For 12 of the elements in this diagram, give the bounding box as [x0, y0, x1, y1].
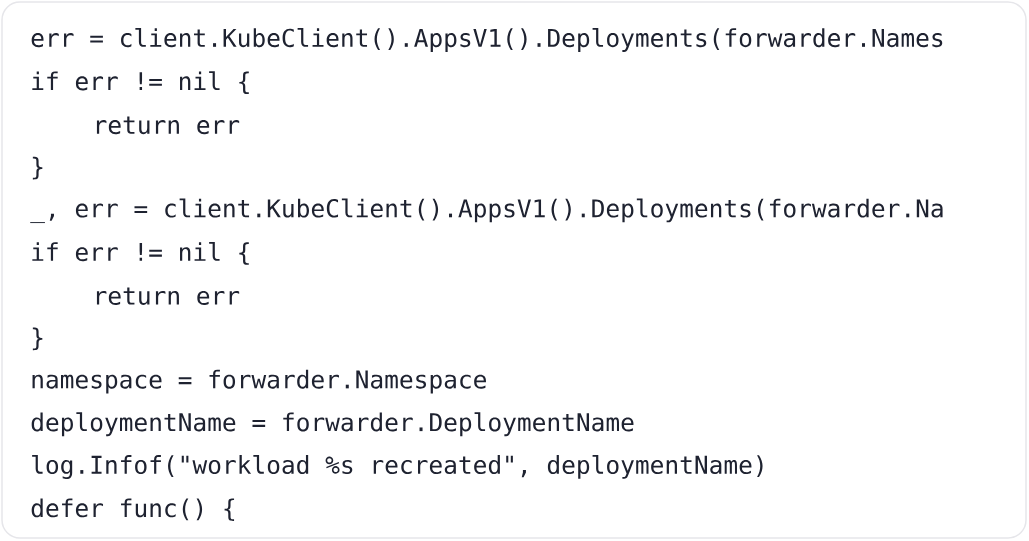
- code-line: }: [32, 327, 43, 351]
- code-line: defer func() {: [31, 498, 235, 521]
- code-line: return err: [96, 287, 240, 305]
- code-line: if err != nil {: [32, 242, 249, 265]
- code-line: if err != nil {: [32, 71, 249, 95]
- code-line: log.Infof("workload %s recreated", deploymentName): [32, 455, 763, 479]
- code-line: deploymentName = forwarder.DeploymentName: [31, 412, 634, 437]
- code-line: namespace = forwarder.Namespace: [32, 369, 486, 394]
- code-line: _, err = client.KubeClient().AppsV1().Deployments(forwarder.Na: [30, 198, 943, 224]
- code-line: }: [32, 156, 43, 180]
- code-line: return err: [96, 116, 240, 135]
- code-line: err = client.KubeClient().AppsV1().Deployments(forwarder.Names: [31, 28, 943, 52]
